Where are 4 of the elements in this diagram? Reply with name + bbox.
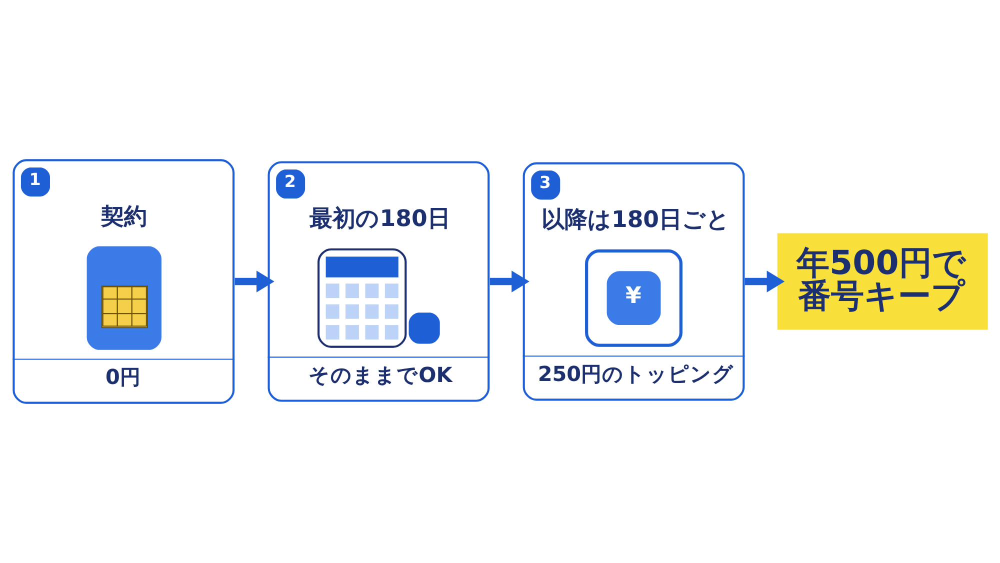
arrow [234, 270, 274, 292]
node-box: 年500円で番号キープ [777, 233, 988, 330]
arrow [744, 270, 785, 292]
arrow [490, 270, 530, 292]
